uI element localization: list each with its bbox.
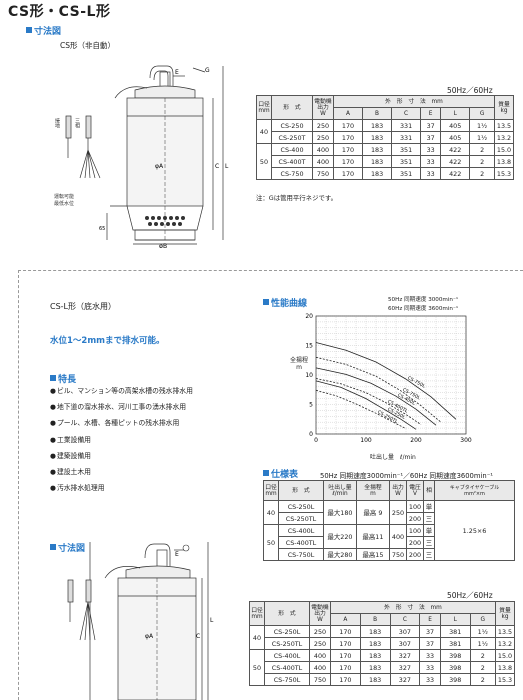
y-tick-label: 10 — [305, 372, 313, 379]
y-tick-label: 0 — [309, 431, 313, 438]
y-tick-label: 20 — [305, 313, 313, 320]
csl-dimension-drawing: E φA L C — [67, 542, 214, 700]
plot-frame — [315, 315, 467, 435]
cable-value: 1.25×6 — [434, 500, 515, 561]
cs-dim-subheading: CS形（非自動） — [60, 41, 115, 50]
csl-heading: CS-L形（底水用） — [50, 302, 117, 311]
list-item: 建築設備用 — [50, 448, 193, 464]
col-bore: 口径 mm — [256, 95, 272, 120]
y-tick-label: 5 — [309, 402, 313, 409]
list-item: ビル、マンション等の高架水槽の残水排水用 — [50, 383, 193, 399]
series-line — [315, 342, 457, 420]
list-item: 建設土木用 — [50, 464, 193, 480]
series-line — [315, 367, 437, 426]
col-l: L — [440, 107, 471, 120]
section-divider-vertical — [18, 270, 19, 700]
csl-dim-table: 口径 mm 形 式 電動機 出力 W 外 形 寸 法 mm 質量 kg A B … — [249, 601, 515, 686]
curve-note-60hz: 60Hz 同期速度 3600min⁻¹ — [388, 306, 459, 312]
col-model: 形 式 — [271, 95, 313, 120]
col-a: A — [332, 107, 364, 120]
x-tick-label: 200 — [410, 437, 422, 444]
col-b: B — [362, 107, 393, 120]
svg-text:φA: φA — [145, 633, 154, 640]
spec-heading: 仕様表 — [263, 467, 298, 480]
feature-list: ビル、マンション等の高架水槽の残水排水用 地下道の溜水排水、河川工事の湧水排水用… — [50, 383, 193, 496]
col-mass: 質量 kg — [494, 95, 514, 120]
dim-label-h: 65 — [99, 226, 105, 232]
col-dims: 外 形 寸 法 mm — [333, 95, 495, 108]
col-e: E — [420, 107, 442, 120]
dim-label-b: φB — [159, 243, 167, 248]
csl-tagline: 水位1～2mmまで排水可能。 — [50, 336, 165, 346]
curve-xlabel: 吐出し量 ℓ/min — [370, 454, 416, 461]
cs-dimension-drawing: E G φA φB C L 65 — [99, 65, 229, 248]
col-motor: 電動機 出力 W — [312, 95, 334, 120]
cs-freq-label: 50Hz／60Hz — [447, 86, 493, 95]
csl-freq-label: 50Hz／60Hz — [447, 591, 493, 600]
series-label: CS-750L — [406, 375, 426, 389]
x-tick-label: 0 — [314, 437, 318, 444]
y-tick-label: 15 — [305, 343, 313, 350]
col-g: G — [469, 107, 495, 120]
table-row: CS-400TL 200 三 — [264, 536, 515, 549]
spec-note: 50Hz 同期速度3000min⁻¹／60Hz 同期速度3600min⁻¹ — [320, 472, 494, 480]
page-title: CS形・CS-L形 — [8, 4, 111, 20]
col-c: C — [391, 107, 422, 120]
cs-dim-heading: 寸法図 — [26, 24, 61, 37]
table-row: 50 CS-400L 最大220 最高11 400 100 単 — [263, 524, 515, 561]
cable-drawing — [65, 115, 101, 179]
series-line — [315, 389, 407, 430]
series-line — [315, 378, 422, 425]
list-item: 汚水排水処理用 — [50, 480, 193, 496]
dim-label-a: φA — [155, 163, 164, 170]
list-item: 工業設備用 — [50, 432, 193, 448]
table-row: CS-750L 最大280 最高15 750 200 三 — [264, 548, 515, 561]
curve-ylabel: 全揚程 m — [290, 357, 309, 371]
series-line — [315, 356, 442, 423]
list-item: 地下道の溜水排水、河川工事の湧水排水用 — [50, 399, 193, 415]
cable-label-ground: 接地 — [54, 118, 60, 128]
cs-table-note: 注：Gは管用平行ネジです。 — [256, 194, 337, 202]
section-divider — [18, 270, 523, 271]
series-line — [315, 380, 417, 430]
list-item: プール、水槽、各種ピットの残水排水用 — [50, 415, 193, 431]
curve-heading: 性能曲線 — [263, 296, 307, 309]
csl-spec-table: 口径 mm 形 式 吐出し量 ℓ/min 全揚程 m 出力 W 電圧 V 相 キ… — [263, 480, 515, 561]
dim-label-l: L — [225, 163, 229, 170]
dim-label-g: G — [205, 67, 210, 74]
curve-note-50hz: 50Hz 同期速度 3000min⁻¹ — [388, 297, 459, 303]
water-level-label: 運転可能 最低水位 — [54, 194, 75, 207]
table-row: 40 CS-250L 最大180 最高 9 250 100 単 1.25×6 — [263, 500, 515, 561]
svg-text:E: E — [175, 551, 179, 558]
x-tick-label: 100 — [360, 437, 372, 444]
dim-label-e: E — [175, 69, 179, 76]
cs-spec-table: 口径 mm 形 式 電動機 出力 W 外 形 寸 法 mm 質量 kg A B … — [256, 95, 514, 180]
svg-text:C: C — [196, 633, 200, 640]
dim-label-c: C — [215, 163, 219, 170]
svg-text:L: L — [210, 617, 214, 624]
csl-features-heading: 特長 — [50, 372, 76, 385]
cable-label-3phase: 三相 — [74, 118, 80, 128]
x-tick-label: 300 — [460, 437, 472, 444]
csl-dim-heading: 寸法図 — [50, 541, 85, 554]
